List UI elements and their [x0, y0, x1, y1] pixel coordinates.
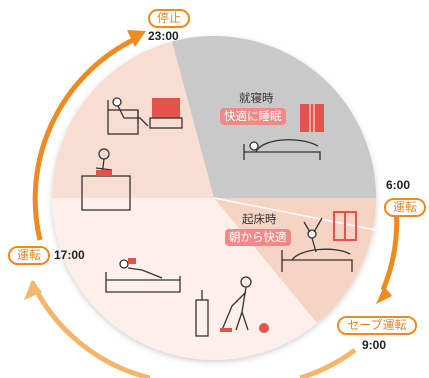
- evening-sector: [52, 41, 214, 198]
- morning-mode-badge: 運転: [384, 198, 426, 217]
- daytime-sector: [52, 198, 317, 360]
- arrowhead-save: [376, 286, 392, 304]
- stop-mode-badge: 停止: [148, 9, 190, 28]
- wakeup-tag: 朝から快適: [225, 229, 291, 246]
- arrowhead-evening: [24, 280, 42, 300]
- person-sleeping-icon: [243, 104, 324, 160]
- sector-divider: [213, 197, 377, 231]
- stop-time: 23:00: [148, 29, 179, 43]
- day-pie-chart: [52, 35, 377, 360]
- arrow-day-to-evening: [29, 280, 151, 378]
- person-cooking-icon: [81, 148, 131, 211]
- bedtime-title: 就寝時: [239, 91, 274, 105]
- arrowhead-stop: [127, 30, 146, 47]
- evening-mode-badge: 運転: [8, 246, 50, 265]
- arrow-evening-to-stop: [32, 37, 135, 241]
- wakeup-title: 起床時: [242, 212, 277, 226]
- save-time: 9:00: [362, 338, 387, 352]
- person-sofa-icon: [105, 258, 181, 293]
- evening-time: 17:00: [54, 248, 85, 262]
- save-mode-badge: セーブ運転: [337, 316, 417, 335]
- bedtime-tag: 快適に睡眠: [220, 108, 286, 125]
- person-vacuum-icon: [195, 276, 269, 337]
- person-waking-icon: [281, 211, 357, 272]
- person-tv-icon: [107, 97, 183, 135]
- arrow-morning-to-save: [380, 205, 400, 291]
- arrow-save-continue: [299, 347, 357, 378]
- morning-time: 6:00: [386, 178, 411, 192]
